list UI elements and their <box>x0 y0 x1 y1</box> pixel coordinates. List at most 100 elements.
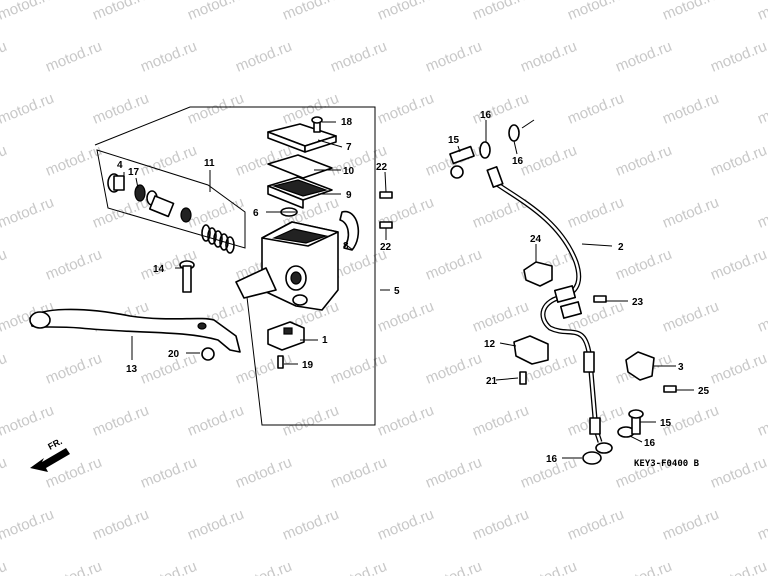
watermark-text: motod.ru <box>43 558 104 576</box>
callout-16-bottom: 16 <box>546 454 558 465</box>
watermark-text: motod.ru <box>375 0 436 24</box>
watermark-text: motod.ru <box>565 90 626 128</box>
watermark-text: motod.ru <box>470 0 531 24</box>
diagram-code: KEY3-F0400 B <box>634 459 700 469</box>
callout-16-bottom-right: 16 <box>644 438 656 449</box>
watermark-text: motod.ru <box>233 38 294 76</box>
watermark-text: motod.ru <box>233 558 294 576</box>
callout-20: 20 <box>168 349 180 360</box>
hose-clamp-middle <box>513 335 549 365</box>
callout-17: 17 <box>128 167 140 178</box>
watermark-text: motod.ru <box>138 454 199 492</box>
watermark-text: motod.ru <box>708 454 768 492</box>
brake-switch <box>267 321 305 351</box>
watermark-text: motod.ru <box>518 142 579 180</box>
watermark-text: motod.ru <box>708 558 768 576</box>
watermark-text: motod.ru <box>43 350 104 388</box>
watermark-text: motod.ru <box>0 38 9 76</box>
watermark-text: motod.ru <box>43 38 104 76</box>
callout-24: 24 <box>530 234 542 245</box>
watermark-text: motod.ru <box>375 402 436 440</box>
watermark-text: motod.ru <box>518 558 579 576</box>
watermark-text: motod.ru <box>423 558 484 576</box>
lower-joint <box>582 409 644 465</box>
clamp-bolt-lower <box>663 385 677 393</box>
watermark-text: motod.ru <box>90 90 151 128</box>
watermark-text: motod.ru <box>470 402 531 440</box>
watermark-text: motod.ru <box>185 402 246 440</box>
watermark-text: motod.ru <box>375 506 436 544</box>
watermark-text: motod.ru <box>755 0 768 24</box>
watermark-text: motod.ru <box>613 38 674 76</box>
watermark-text: motod.ru <box>328 142 389 180</box>
callout-7: 7 <box>346 142 352 153</box>
watermark-text: motod.ru <box>328 350 389 388</box>
watermark-text: motod.ru <box>138 38 199 76</box>
watermark-text: motod.ru <box>470 90 531 128</box>
watermark-text: motod.ru <box>755 194 768 232</box>
watermark-text: motod.ru <box>0 402 56 440</box>
watermark-text: motod.ru <box>755 298 768 336</box>
hose-clamp-lower <box>625 351 655 381</box>
callout-6: 6 <box>253 208 259 219</box>
callout-25: 25 <box>698 386 710 397</box>
brake-lever <box>29 308 241 353</box>
master-cylinder-body <box>235 221 339 311</box>
watermark-text: motod.ru <box>660 298 721 336</box>
watermark-text: motod.ru <box>375 298 436 336</box>
pivot-nut <box>201 347 215 361</box>
piston-kit <box>107 173 235 254</box>
watermark-text: motod.ru <box>0 90 56 128</box>
watermark-text: motod.ru <box>185 506 246 544</box>
watermark-text: motod.ru <box>755 90 768 128</box>
callout-1: 1 <box>322 335 328 346</box>
watermark-text: motod.ru <box>708 350 768 388</box>
assembly-outline <box>94 106 376 426</box>
callouts: 18 7 10 9 6 8 1 19 5 11 4 17 14 13 20 22… <box>117 110 710 465</box>
lower-brake-hose <box>540 285 603 443</box>
callout-16-top: 16 <box>480 110 492 121</box>
piston-set-outline <box>96 149 246 249</box>
callout-9: 9 <box>346 190 352 201</box>
pivot-bolt <box>179 260 195 293</box>
watermark-text: motod.ru <box>755 402 768 440</box>
watermark-text: motod.ru <box>138 558 199 576</box>
watermark-text: motod.ru <box>565 506 626 544</box>
watermark-text: motod.ru <box>470 506 531 544</box>
front-direction-label: FR. <box>46 436 63 452</box>
watermark-text: motod.ru <box>423 246 484 284</box>
watermark-text: motod.ru <box>90 0 151 24</box>
watermark-text: motod.ru <box>0 246 9 284</box>
callout-8: 8 <box>343 241 349 252</box>
callout-2: 2 <box>618 242 624 253</box>
watermark-text: motod.ru <box>423 454 484 492</box>
watermark-text: motod.ru <box>328 454 389 492</box>
callout-13: 13 <box>126 364 138 375</box>
callout-4: 4 <box>117 160 123 171</box>
switch-screw <box>277 355 284 369</box>
watermark-text: motod.ru <box>90 402 151 440</box>
watermark-text: motod.ru <box>708 38 768 76</box>
watermark-text: motod.ru <box>0 350 9 388</box>
watermark-text: motod.ru <box>375 90 436 128</box>
callout-18: 18 <box>341 117 353 128</box>
watermark-text: motod.ru <box>613 142 674 180</box>
upper-joint <box>449 119 535 179</box>
watermark-text: motod.ru <box>660 0 721 24</box>
watermark-text: motod.ru <box>185 0 246 24</box>
watermark-text: motod.ru <box>43 246 104 284</box>
watermark-text: motod.ru <box>233 454 294 492</box>
watermark-text: motod.ru <box>518 38 579 76</box>
watermark-text: motod.ru <box>280 506 341 544</box>
callout-15-top: 15 <box>448 135 460 146</box>
callout-16-top-right: 16 <box>512 156 524 167</box>
watermark-text: motod.ru <box>470 298 531 336</box>
watermark-text: motod.ru <box>138 142 199 180</box>
callout-14: 14 <box>153 264 165 275</box>
callout-12: 12 <box>484 339 496 350</box>
watermark-text: motod.ru <box>708 246 768 284</box>
upper-brake-hose <box>486 166 582 299</box>
